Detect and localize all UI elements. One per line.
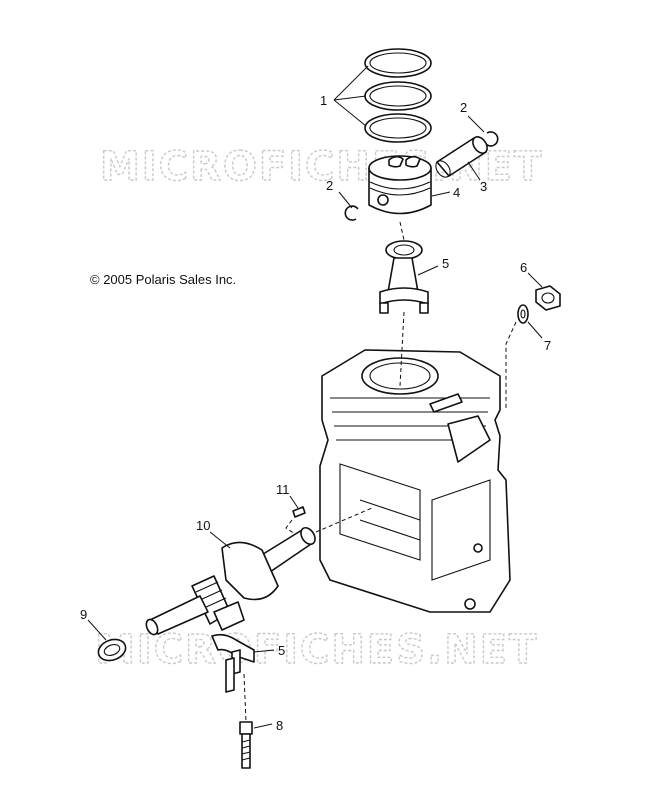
callout-leader-1 <box>333 65 369 127</box>
copyright-notice: © 2005 Polaris Sales Inc. <box>90 272 236 287</box>
callout-2-right: 2 <box>460 100 467 115</box>
callout-8: 8 <box>276 718 283 733</box>
callout-11: 11 <box>276 482 290 497</box>
pin-clip-right <box>484 131 499 147</box>
washer <box>517 304 529 324</box>
piston <box>368 155 432 215</box>
woodruff-key <box>292 506 306 518</box>
callout-4: 4 <box>453 185 460 200</box>
callout-3: 3 <box>480 179 487 194</box>
callout-10: 10 <box>196 518 210 533</box>
callout-9: 9 <box>80 607 87 622</box>
callout-6: 6 <box>520 260 527 275</box>
crankshaft <box>145 526 316 636</box>
oil-seal <box>97 638 127 662</box>
callout-5-lower: 5 <box>278 643 285 658</box>
callout-2-left: 2 <box>326 178 333 193</box>
rod-bolt <box>239 721 253 769</box>
callout-7: 7 <box>544 338 551 353</box>
crankcase <box>319 349 511 613</box>
callout-5-upper: 5 <box>442 256 449 271</box>
piston-rings <box>364 48 432 143</box>
pin-clip-left <box>344 205 359 221</box>
callout-1: 1 <box>320 93 327 108</box>
connecting-rod-cap <box>211 633 255 693</box>
nut <box>535 285 561 311</box>
connecting-rod <box>379 240 429 314</box>
watermark-bottom: MICROFICHES.NET <box>95 627 538 673</box>
piston-pin <box>435 136 488 178</box>
